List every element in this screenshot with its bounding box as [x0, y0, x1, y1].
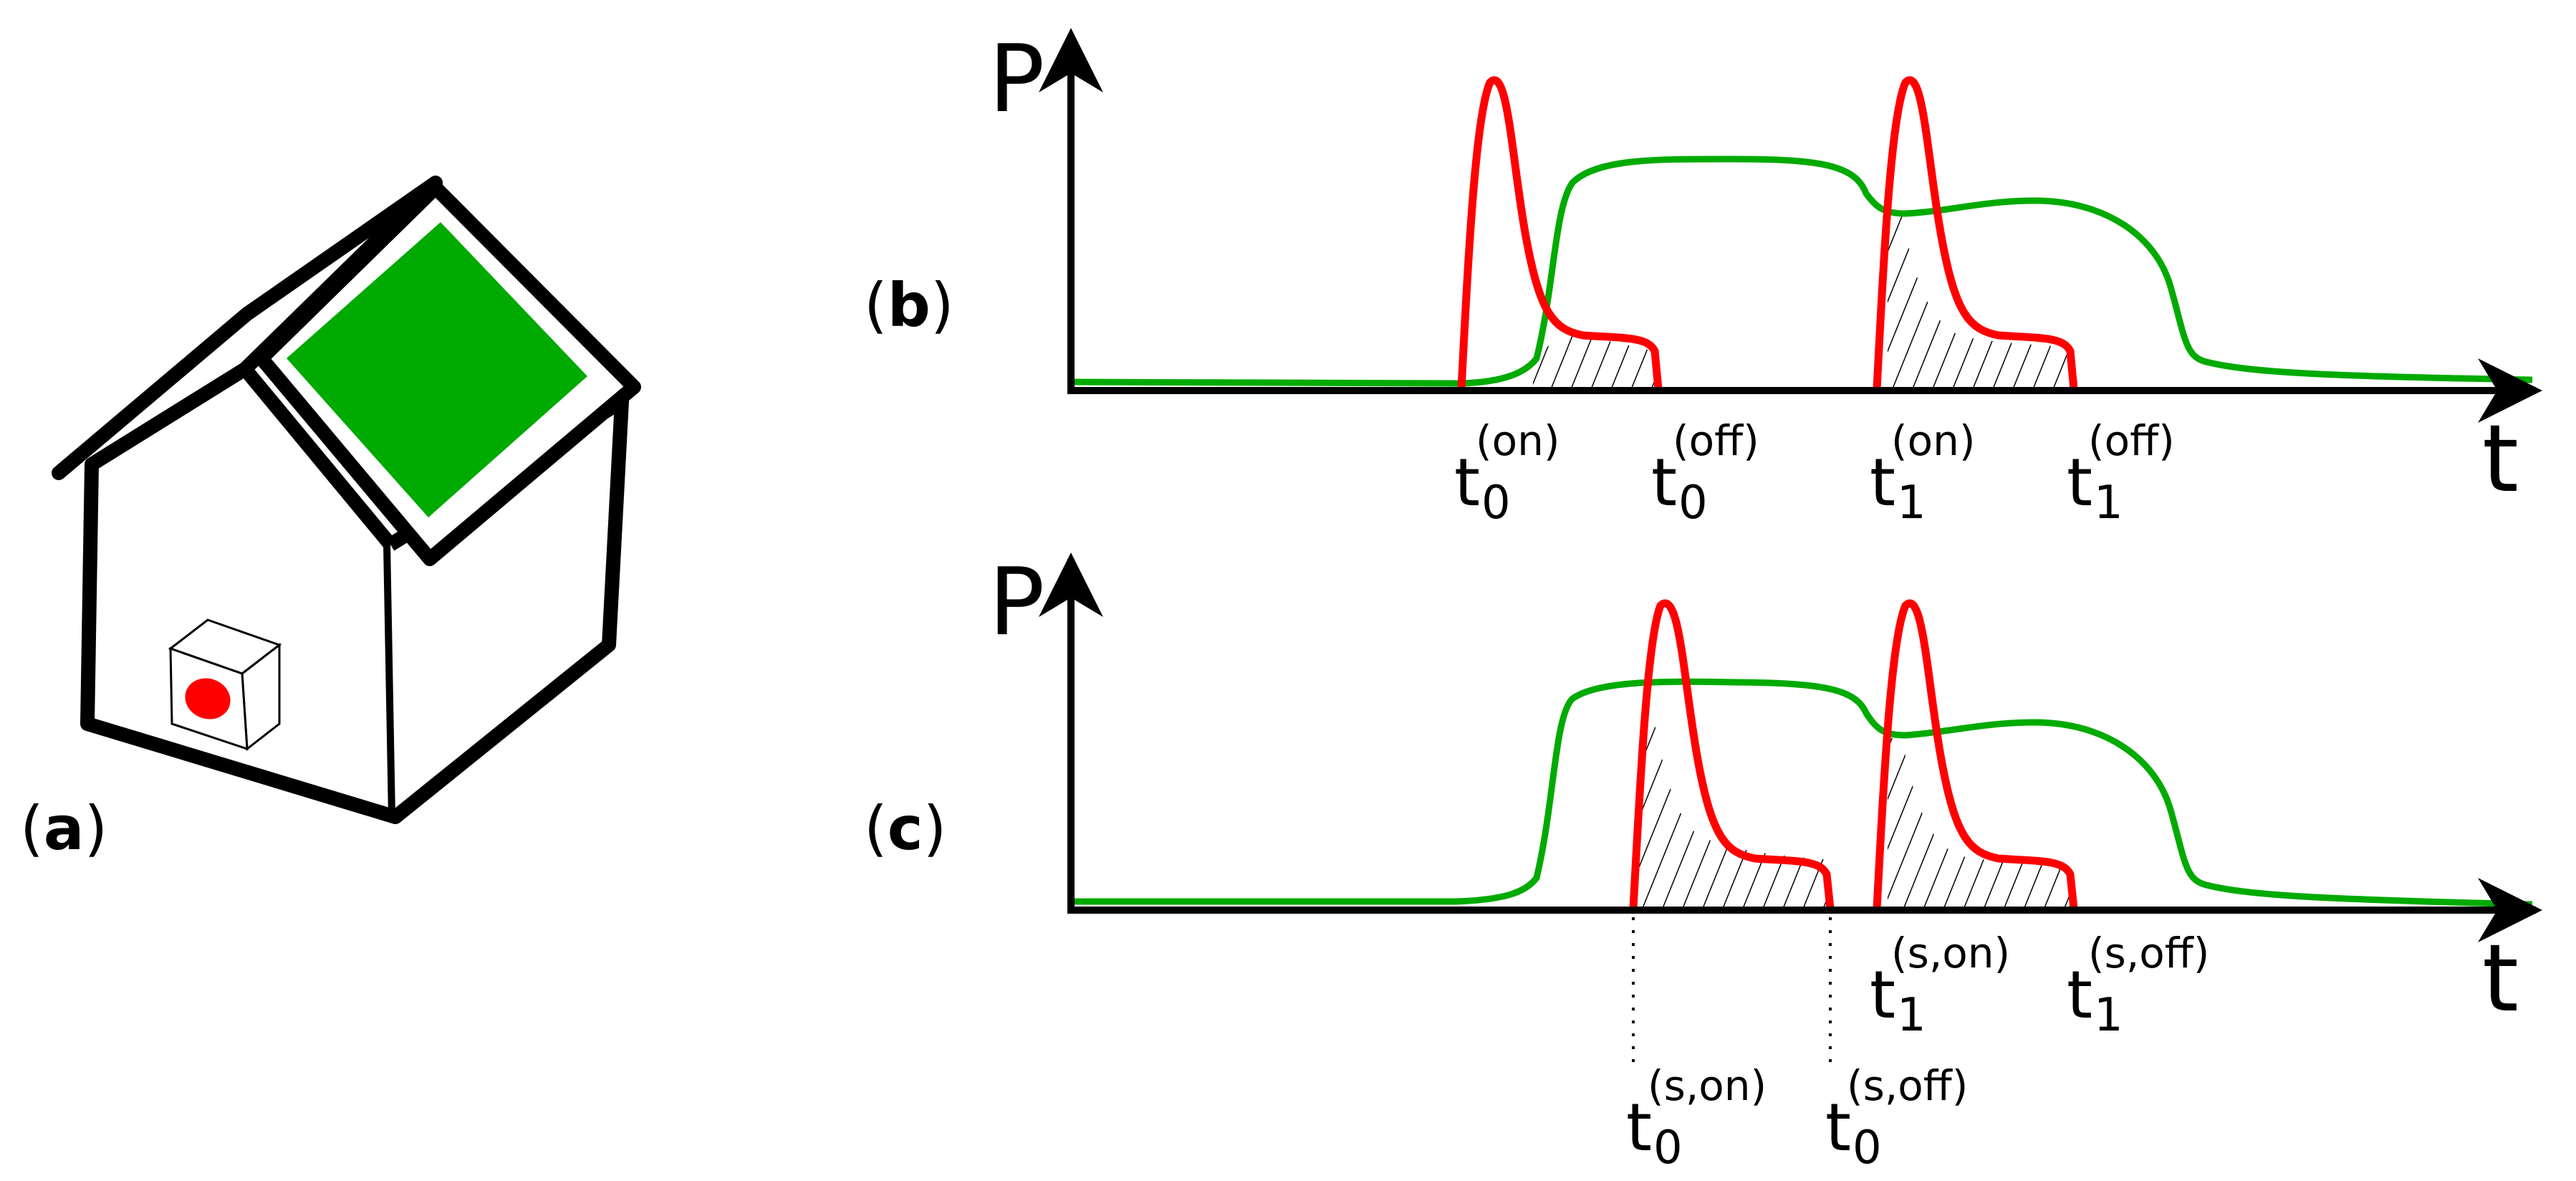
tick-label-base: t — [1870, 444, 1895, 521]
hatched-area-3 — [1888, 738, 2072, 910]
tick-label-sub: 0 — [1678, 477, 1708, 530]
x-axis-label-b: t — [2482, 404, 2519, 513]
tick-label-sup: (s,off) — [2088, 929, 2209, 977]
load-curve-c-1 — [1873, 599, 2078, 909]
load-curve-b-0 — [1457, 76, 1663, 390]
x-axis-label-c: t — [2482, 924, 2519, 1033]
tick-label-sup: (s,on) — [1648, 1061, 1767, 1110]
tick-label-base: t — [1454, 444, 1480, 521]
tick-label-sup: (off) — [2088, 416, 2175, 465]
solar-panel — [287, 222, 587, 517]
tick-label-sub: 0 — [1653, 1122, 1683, 1175]
hatched-area-2 — [1633, 688, 1830, 910]
tick-label-sup: (on) — [1476, 416, 1560, 465]
panel-label-a: (a) — [20, 793, 107, 864]
appliance-box — [168, 618, 282, 751]
tick-label-sub: 1 — [1897, 989, 1926, 1042]
hatched-area-0 — [1533, 335, 1655, 391]
hatched-area-1 — [1888, 215, 2072, 391]
tick-label-sup: (on) — [1891, 416, 1976, 465]
load-curve-b-1 — [1873, 76, 2078, 390]
solar-curve-b — [1070, 156, 2533, 387]
tick-label-base: t — [1626, 1089, 1652, 1166]
y-axis-label-c: P — [989, 548, 1044, 656]
house-illustration — [52, 176, 641, 824]
tick-label-base: t — [2067, 444, 2092, 521]
panel-label-b: (b) — [864, 270, 954, 340]
y-axis-label-b: P — [989, 24, 1044, 133]
tick-label-base: t — [1870, 957, 1895, 1033]
tick-label-base: t — [1825, 1089, 1851, 1166]
tick-label-sup: (s,off) — [1847, 1061, 1968, 1110]
load-curve-c-0 — [1629, 599, 1835, 909]
tick-label-base: t — [2067, 957, 2092, 1033]
tick-label-sub: 1 — [2094, 477, 2123, 530]
panel-label-c: (c) — [864, 793, 946, 864]
tick-label-sub: 1 — [2094, 989, 2123, 1042]
tick-label-sub: 1 — [1897, 477, 1926, 530]
tick-label-base: t — [1651, 444, 1677, 521]
tick-label-sup: (off) — [1673, 416, 1759, 465]
tick-label-sub: 0 — [1852, 1122, 1882, 1175]
tick-label-sub: 0 — [1481, 477, 1511, 530]
tick-label-sup: (s,on) — [1891, 929, 2010, 977]
appliance-red-dot — [185, 678, 231, 719]
